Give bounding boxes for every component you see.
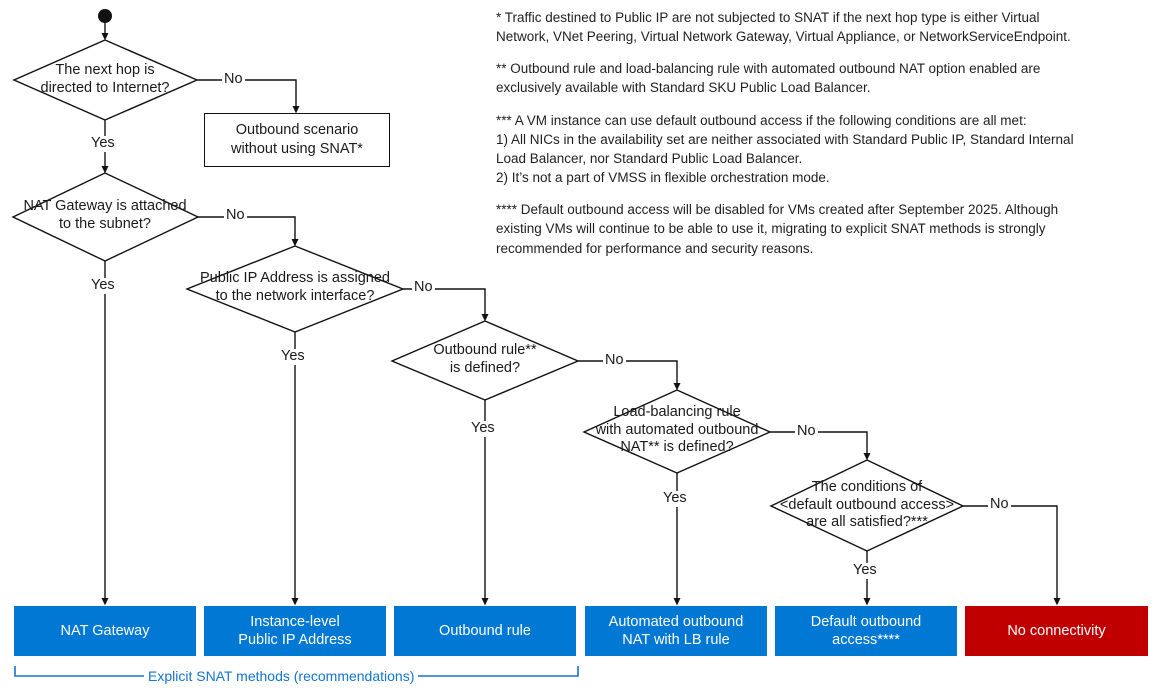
terminal-automated-outbound-nat-line-2: NAT with LB rule [622, 632, 730, 648]
footnote-4-line-3: recommended for performance and security… [496, 240, 814, 256]
terminal-nat-gateway-label: NAT Gateway [60, 622, 150, 639]
footnote-1-line-2: Network, VNet Peering, Virtual Network G… [496, 29, 1071, 45]
terminal-no-connectivity-label: No connectivity [1007, 622, 1106, 639]
decision-nat-gateway [11, 172, 200, 262]
decision-public-ip [185, 245, 405, 333]
decision-outbound-rule [390, 320, 580, 401]
terminal-default-outbound-access[interactable]: Default outbound access**** [775, 606, 957, 656]
terminal-automated-outbound-nat-line-1: Automated outbound [608, 613, 744, 630]
terminal-default-outbound-access-line-1: Default outbound [810, 613, 922, 630]
decision-lb-rule [582, 389, 772, 474]
edge-label-outbound-rule-no: No [603, 352, 626, 369]
edge-lb-rule-no [770, 431, 871, 461]
footnote-2-line-2: exclusively available with Standard SKU … [496, 80, 871, 96]
footnote-2-line-1: ** Outbound rule and load-balancing rule… [496, 61, 1041, 77]
terminal-instance-level-pip-line-1: Instance-level [250, 613, 340, 630]
decision-default-access [769, 459, 965, 552]
footnote-4-line-2: existing VMs will continue to be able to… [496, 221, 1046, 237]
footnote-1-line-1: * Traffic destined to Public IP are not … [496, 10, 1040, 25]
footnote-3: *** A VM instance can use default outbou… [496, 111, 1148, 188]
footnote-1: * Traffic destined to Public IP are not … [496, 8, 1148, 46]
edge-label-outbound-rule-yes: Yes [469, 420, 497, 437]
outbound-scenario-line-2: without using SNAT* [231, 141, 363, 157]
edge-label-nat-gateway-yes: Yes [89, 277, 117, 294]
footnote-3-line-4: 2) It’s not a part of VMSS in flexible o… [496, 170, 830, 186]
terminal-instance-level-pip-line-2: Public IP Address [238, 632, 352, 648]
edge-label-default-access-yes: Yes [851, 562, 879, 579]
terminal-automated-outbound-nat[interactable]: Automated outbound NAT with LB rule [585, 606, 767, 656]
terminal-no-connectivity[interactable]: No connectivity [965, 606, 1148, 656]
edge-outbound-rule-no [578, 360, 681, 391]
outbound-scenario-box: Outbound scenario without using SNAT* [204, 113, 390, 167]
edge-label-default-access-no: No [988, 496, 1011, 513]
terminal-default-outbound-access-line-2: access**** [832, 632, 900, 648]
footnote-4: **** Default outbound access will be dis… [496, 200, 1148, 257]
edge-label-lb-rule-no: No [795, 423, 818, 440]
footnote-3-line-1: *** A VM instance can use default outbou… [496, 112, 1027, 128]
edge-label-public-ip-yes: Yes [279, 348, 307, 365]
decision-next-hop [12, 39, 199, 121]
explicit-snat-bracket-label: Explicit SNAT methods (recommendations) [144, 668, 419, 684]
edge-label-lb-rule-yes: Yes [661, 490, 689, 507]
footnote-3-line-3: Load Balancer, nor Standard Public Load … [496, 150, 803, 166]
edge-label-next-hop-yes: Yes [89, 135, 117, 152]
start-dot [98, 9, 112, 23]
terminal-nat-gateway[interactable]: NAT Gateway [14, 606, 196, 656]
edge-label-next-hop-no: No [222, 71, 245, 88]
footnote-2: ** Outbound rule and load-balancing rule… [496, 59, 1148, 97]
edge-next-hop-no [197, 79, 300, 114]
terminal-outbound-rule[interactable]: Outbound rule [394, 606, 576, 656]
footnote-4-line-1: **** Default outbound access will be dis… [496, 202, 1059, 218]
edge-label-public-ip-no: No [412, 279, 435, 296]
outbound-scenario-line-1: Outbound scenario [235, 122, 359, 139]
footnote-3-line-2: 1) All NICs in the availability set are … [496, 131, 1074, 147]
terminal-instance-level-pip[interactable]: Instance-level Public IP Address [204, 606, 386, 656]
edge-label-nat-gateway-no: No [224, 207, 247, 224]
edge-default-access-no [963, 505, 1061, 606]
terminal-outbound-rule-label: Outbound rule [439, 622, 531, 639]
footnotes-panel: * Traffic destined to Public IP are not … [496, 8, 1148, 258]
